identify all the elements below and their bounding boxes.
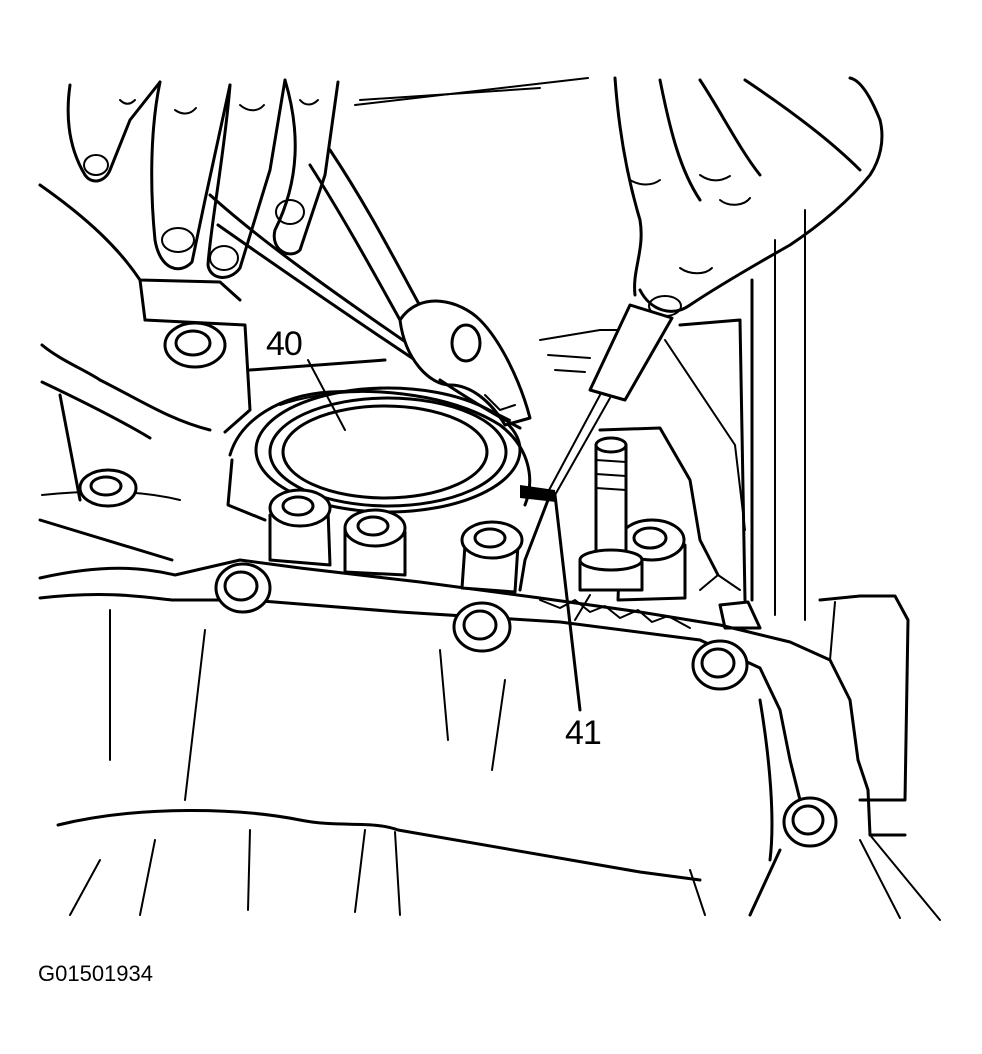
figure-id: G01501934 — [38, 961, 153, 986]
oil-pan — [38, 558, 901, 919]
pick-tool — [547, 303, 674, 496]
right-flange — [750, 209, 941, 921]
callout-41: 41 — [565, 714, 602, 752]
left-hand — [66, 78, 340, 279]
callout-41-part — [518, 485, 582, 712]
engine-block — [38, 77, 747, 602]
crankshaft-seal — [226, 386, 532, 522]
callout-40: 40 — [266, 325, 303, 363]
bolt-bosses — [78, 321, 838, 848]
right-hand — [613, 76, 884, 317]
diagonal-cutter-pliers — [208, 148, 532, 430]
callout-40-leader — [307, 359, 346, 431]
